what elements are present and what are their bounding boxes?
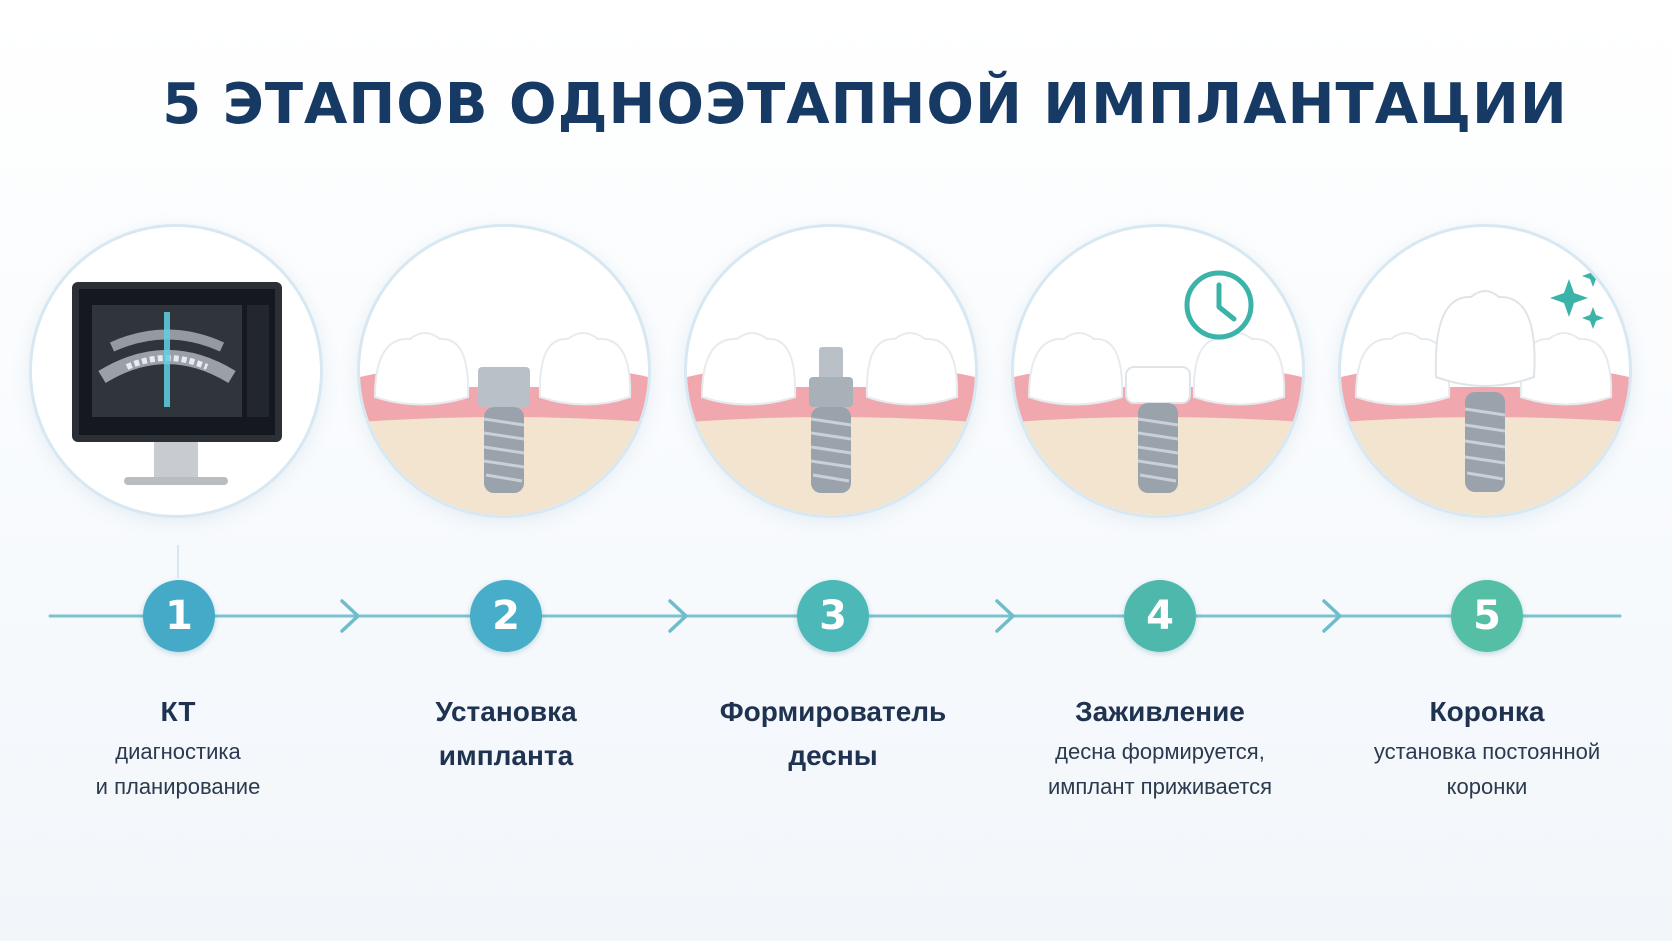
stage-title: десны: [788, 740, 878, 771]
stage-2-label: Установка импланта: [356, 690, 656, 778]
stage-description: имплант приживается: [1047, 774, 1273, 799]
arrow-icon: [995, 599, 1015, 633]
stage-number-badge: 3: [797, 580, 869, 652]
healing-implant-icon: [1014, 270, 1302, 515]
stage-4-label: Заживление десна формируется, имплант пр…: [1010, 690, 1310, 804]
stage-title: импланта: [438, 740, 574, 771]
stage-1-label: КТ диагностика и планирование: [28, 690, 328, 804]
implant-icon: [360, 332, 648, 515]
clock-icon: [1184, 270, 1254, 340]
ct-monitor-icon: [72, 282, 282, 485]
stage-description: диагностика: [115, 739, 241, 764]
stage-title: Заживление: [1075, 696, 1245, 727]
stage-number-badge: 4: [1124, 580, 1196, 652]
stage-3-label: Формирователь десны: [683, 690, 983, 778]
sparkle-icon: [1550, 265, 1604, 329]
stage-title: Установка: [435, 696, 577, 727]
healing-abutment-icon: [687, 332, 975, 515]
stage-2-image: [357, 224, 651, 518]
stage-description: коронки: [1446, 774, 1528, 799]
stage-title: КТ: [160, 696, 196, 727]
crown-icon: [1341, 265, 1629, 515]
stage-1-image: [29, 224, 323, 518]
arrow-icon: [340, 599, 360, 633]
stage-number-badge: 5: [1451, 580, 1523, 652]
stage-title: Коронка: [1429, 696, 1545, 727]
stage-5-image: [1338, 224, 1632, 518]
stage-description: десна формируется,: [1055, 739, 1265, 764]
page-title: 5 ЭТАПОВ ОДНОЭТАПНОЙ ИМПЛАНТАЦИИ: [162, 72, 1568, 137]
stage-number-badge: 2: [470, 580, 542, 652]
stage-3-image: [684, 224, 978, 518]
stage-number-badge: 1: [143, 580, 215, 652]
stage-description: установка постоянной: [1373, 739, 1601, 764]
stage-description: и планирование: [95, 774, 261, 799]
stage-5-label: Коронка установка постоянной коронки: [1337, 690, 1637, 804]
arrow-icon: [668, 599, 688, 633]
arrow-icon: [1322, 599, 1342, 633]
stage-title: Формирователь: [719, 696, 947, 727]
stage-4-image: [1011, 224, 1305, 518]
